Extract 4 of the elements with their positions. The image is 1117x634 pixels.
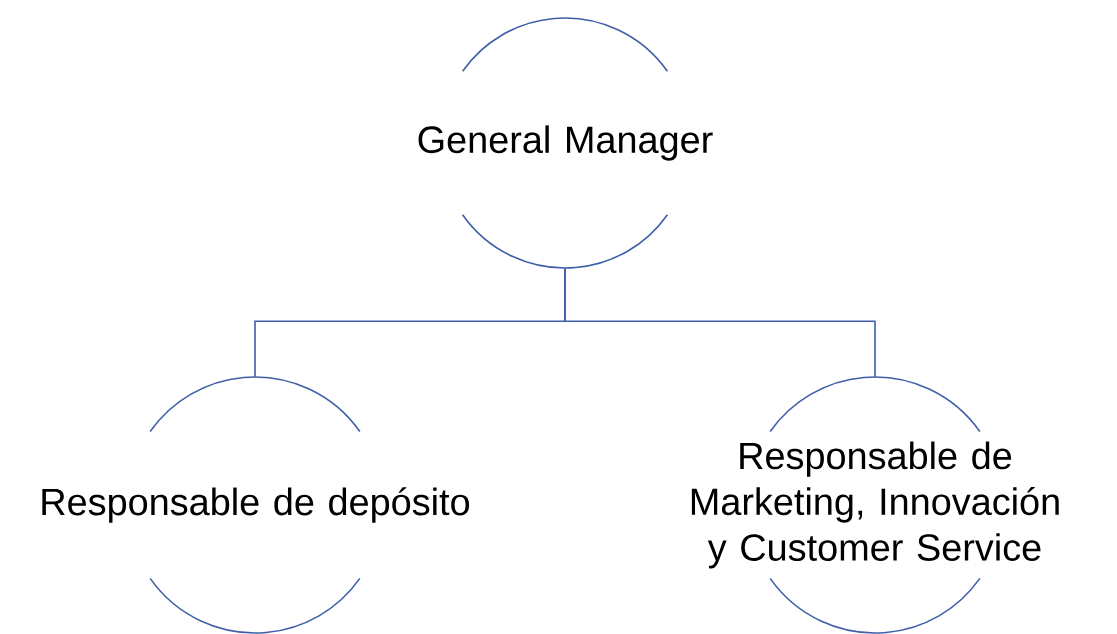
circle-node: General Manager [418, 17, 713, 269]
connector [564, 267, 876, 378]
circle-node: Responsable de depósito [42, 376, 470, 634]
circle-node: Responsable de Marketing, Innovación y Customer Service [691, 376, 1059, 634]
